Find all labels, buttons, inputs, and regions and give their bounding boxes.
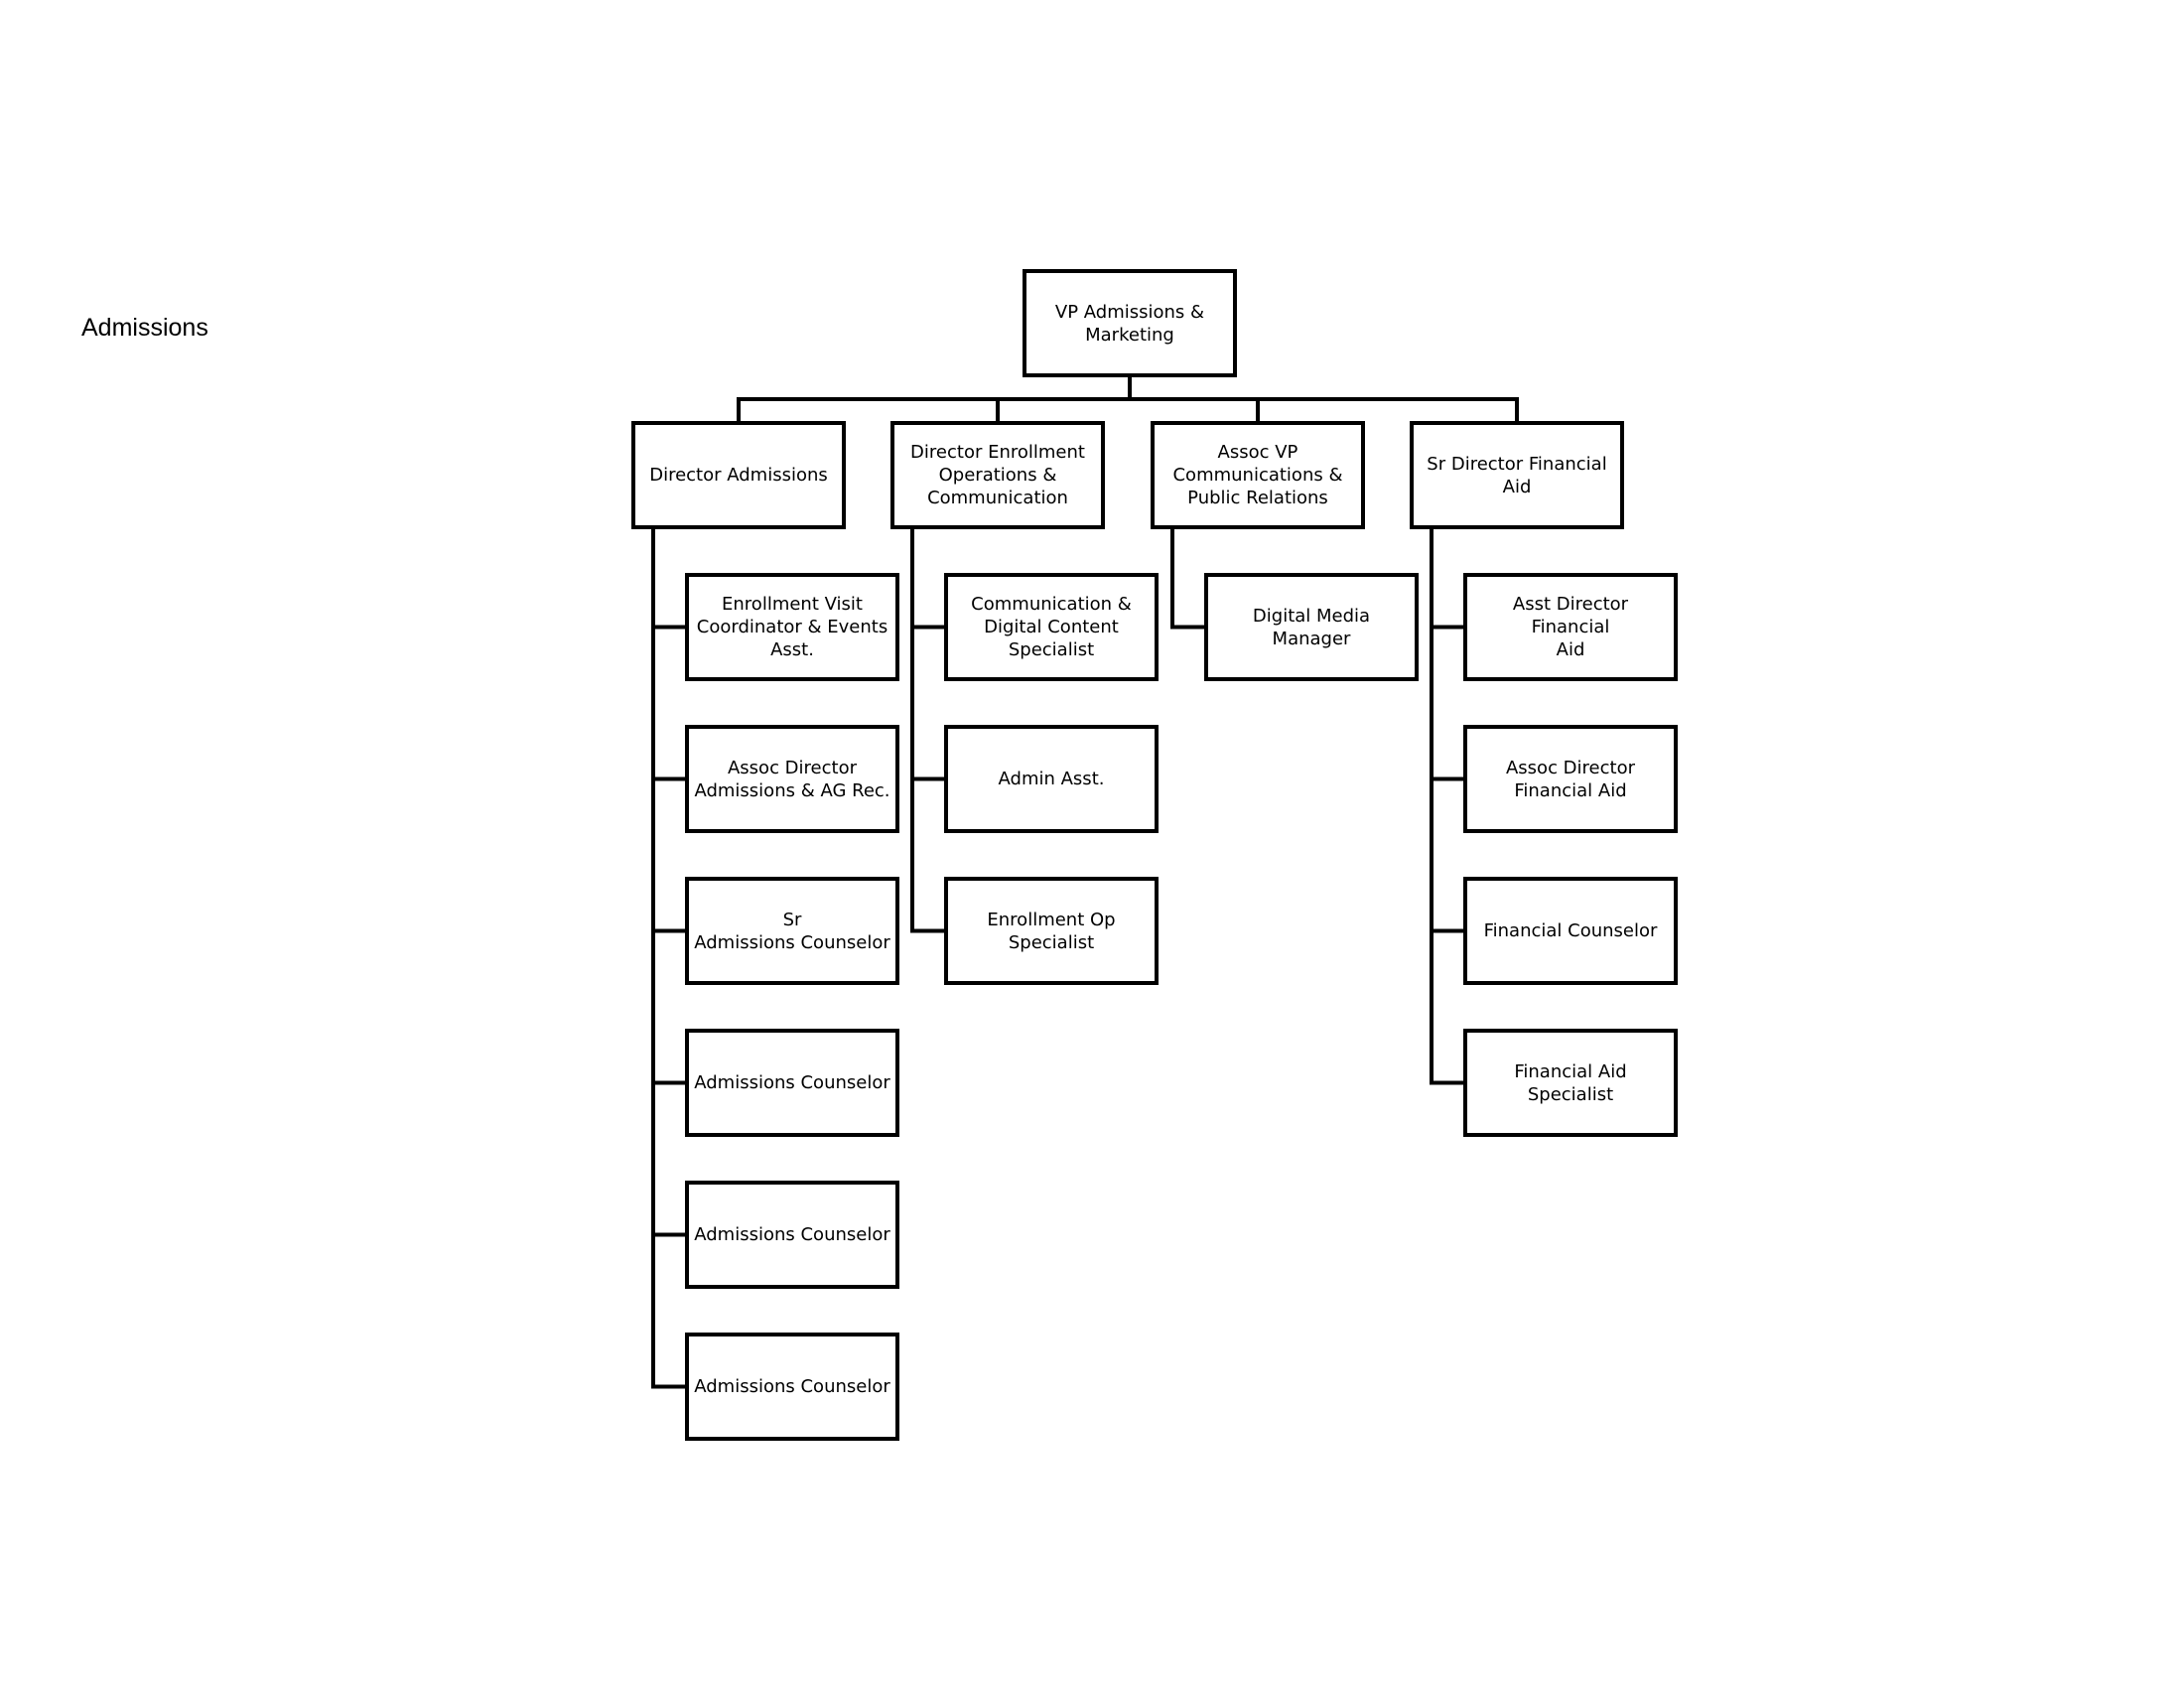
org-node-label: Admin Asst. — [998, 769, 1105, 789]
page-title: Admissions — [81, 314, 208, 342]
org-node-report: Assoc Director Admissions & AG Rec. — [685, 725, 899, 833]
org-node-director-admissions: Director Admissions — [631, 421, 846, 529]
org-node-label: Assoc VP Communications & Public Relatio… — [1172, 442, 1343, 508]
org-node-label: Admissions Counselor — [694, 1376, 890, 1397]
org-node-report: Assoc Director Financial Aid — [1463, 725, 1678, 833]
org-node-report: Admin Asst. — [944, 725, 1159, 833]
org-node-report: Financial Aid Specialist — [1463, 1029, 1678, 1137]
org-node-label: Digital Media Manager — [1252, 605, 1371, 649]
org-node-label: Sr Admissions Counselor — [694, 909, 890, 953]
org-node-label: Sr Director Financial Aid — [1427, 453, 1607, 497]
org-node-report: Admissions Counselor — [685, 1181, 899, 1289]
org-node-director-enrollment-operations: Director Enrollment Operations & Communi… — [890, 421, 1105, 529]
org-node-label: VP Admissions & Marketing — [1054, 301, 1205, 346]
org-node-label: Financial Aid Specialist — [1514, 1060, 1627, 1105]
org-node-assoc-vp-communications: Assoc VP Communications & Public Relatio… — [1151, 421, 1365, 529]
org-node-report: Sr Admissions Counselor — [685, 877, 899, 985]
org-node-report: Enrollment Op Specialist — [944, 877, 1159, 985]
org-node-report: Enrollment Visit Coordinator & Events As… — [685, 573, 899, 681]
org-node-label: Communication & Digital Content Speciali… — [971, 594, 1132, 660]
org-node-label: Asst Director Financial Aid — [1512, 594, 1629, 660]
org-node-report: Admissions Counselor — [685, 1333, 899, 1441]
org-node-label: Financial Counselor — [1483, 920, 1658, 941]
org-node-report: Financial Counselor — [1463, 877, 1678, 985]
org-node-label: Director Admissions — [649, 465, 828, 486]
org-node-label: Assoc Director Admissions & AG Rec. — [694, 757, 890, 801]
org-node-label: Admissions Counselor — [694, 1224, 890, 1245]
org-node-report: Asst Director Financial Aid — [1463, 573, 1678, 681]
org-node-label: Admissions Counselor — [694, 1072, 890, 1093]
org-node-label: Enrollment Op Specialist — [987, 909, 1116, 953]
org-node-label: Enrollment Visit Coordinator & Events As… — [696, 594, 888, 660]
org-node-label: Assoc Director Financial Aid — [1505, 757, 1635, 801]
org-node-report: Communication & Digital Content Speciali… — [944, 573, 1159, 681]
org-node-report: Admissions Counselor — [685, 1029, 899, 1137]
org-node-sr-director-financial-aid: Sr Director Financial Aid — [1410, 421, 1624, 529]
org-node-report: Digital Media Manager — [1204, 573, 1419, 681]
org-node-label: Director Enrollment Operations & Communi… — [910, 442, 1085, 508]
org-node-root: VP Admissions & Marketing — [1023, 269, 1237, 377]
